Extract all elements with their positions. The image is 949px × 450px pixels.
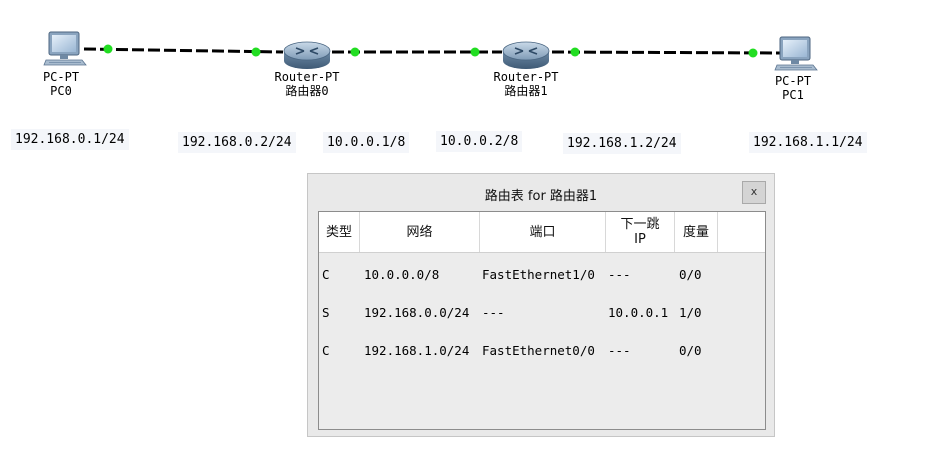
pc0-type-label: PC-PT xyxy=(42,70,80,84)
router0-type-label: Router-PT xyxy=(274,70,340,84)
cell-metric: 1/0 xyxy=(679,305,702,320)
link-router1-pc1[interactable] xyxy=(551,50,781,55)
pc0-name-label: PC0 xyxy=(50,84,72,98)
network-topology xyxy=(43,31,818,71)
cell-network: 192.168.0.0/24 xyxy=(364,305,470,320)
ip-router1-left: 10.0.0.2/8 xyxy=(436,131,523,152)
cell-port: FastEthernet1/0 xyxy=(482,267,595,282)
table-row[interactable]: C 192.168.1.0/24 FastEthernet0/0 --- 0/0 xyxy=(319,333,765,371)
column-header-next-hop[interactable]: 下一跳 IP xyxy=(606,212,675,252)
cell-next-hop: --- xyxy=(608,343,631,358)
cell-type: C xyxy=(322,267,330,282)
pc1-label: PC-PT PC1 xyxy=(768,74,818,102)
column-header-port[interactable]: 端口 xyxy=(480,212,606,252)
cell-network: 10.0.0.0/8 xyxy=(364,267,440,282)
ip-router0-right: 10.0.0.1/8 xyxy=(323,132,410,153)
cell-port: FastEthernet0/0 xyxy=(482,343,595,358)
column-header-type[interactable]: 类型 xyxy=(319,212,360,252)
pc0-icon[interactable] xyxy=(43,31,87,66)
link-pc0-router0[interactable] xyxy=(83,47,284,54)
pc1-icon[interactable] xyxy=(774,36,818,71)
dialog-title: 路由表 for 路由器1 xyxy=(484,189,598,204)
table-row[interactable]: C 10.0.0.0/8 FastEthernet1/0 --- 0/0 xyxy=(319,257,765,295)
table-row[interactable]: S 192.168.0.0/24 --- 10.0.0.1 1/0 xyxy=(319,295,765,333)
routing-table-dialog: 路由表 for 路由器1 x 类型 网络 端口 下一跳 IP 度量 C 10.0… xyxy=(307,173,775,437)
pc0-label: PC-PT PC0 xyxy=(36,70,86,98)
port-status-dot xyxy=(470,47,480,57)
cell-metric: 0/0 xyxy=(679,343,702,358)
cell-next-hop: 10.0.0.1 xyxy=(608,305,669,320)
ip-router0-left: 192.168.0.2/24 xyxy=(178,132,296,153)
cell-network: 192.168.1.0/24 xyxy=(364,343,470,358)
router1-name-label: 路由器1 xyxy=(504,84,548,98)
router0-name-label: 路由器0 xyxy=(285,84,329,98)
router0-label: Router-PT 路由器0 xyxy=(262,70,352,98)
cell-metric: 0/0 xyxy=(679,267,702,282)
port-status-dot xyxy=(350,47,360,57)
ip-pc1: 192.168.1.1/24 xyxy=(749,132,867,153)
cell-next-hop: --- xyxy=(608,267,631,282)
column-header-metric[interactable]: 度量 xyxy=(675,212,718,252)
ip-pc0: 192.168.0.1/24 xyxy=(11,129,129,150)
cell-type: S xyxy=(322,305,330,320)
router1-icon[interactable] xyxy=(502,41,550,69)
router1-type-label: Router-PT xyxy=(493,70,559,84)
ip-router1-right: 192.168.1.2/24 xyxy=(563,133,681,154)
port-status-dot xyxy=(748,48,758,58)
router0-icon[interactable] xyxy=(283,41,331,69)
port-status-dot xyxy=(570,47,580,57)
routing-table: 类型 网络 端口 下一跳 IP 度量 C 10.0.0.0/8 FastEthe… xyxy=(318,211,766,430)
cell-type: C xyxy=(322,343,330,358)
port-status-dot xyxy=(103,44,113,54)
pc1-name-label: PC1 xyxy=(782,88,804,102)
table-header: 类型 网络 端口 下一跳 IP 度量 xyxy=(319,212,765,253)
cell-port: --- xyxy=(482,305,505,320)
pc1-type-label: PC-PT xyxy=(774,74,812,88)
port-status-dot xyxy=(251,47,261,57)
router1-label: Router-PT 路由器1 xyxy=(481,70,571,98)
column-header-network[interactable]: 网络 xyxy=(360,212,480,252)
close-button[interactable]: x xyxy=(742,181,766,204)
